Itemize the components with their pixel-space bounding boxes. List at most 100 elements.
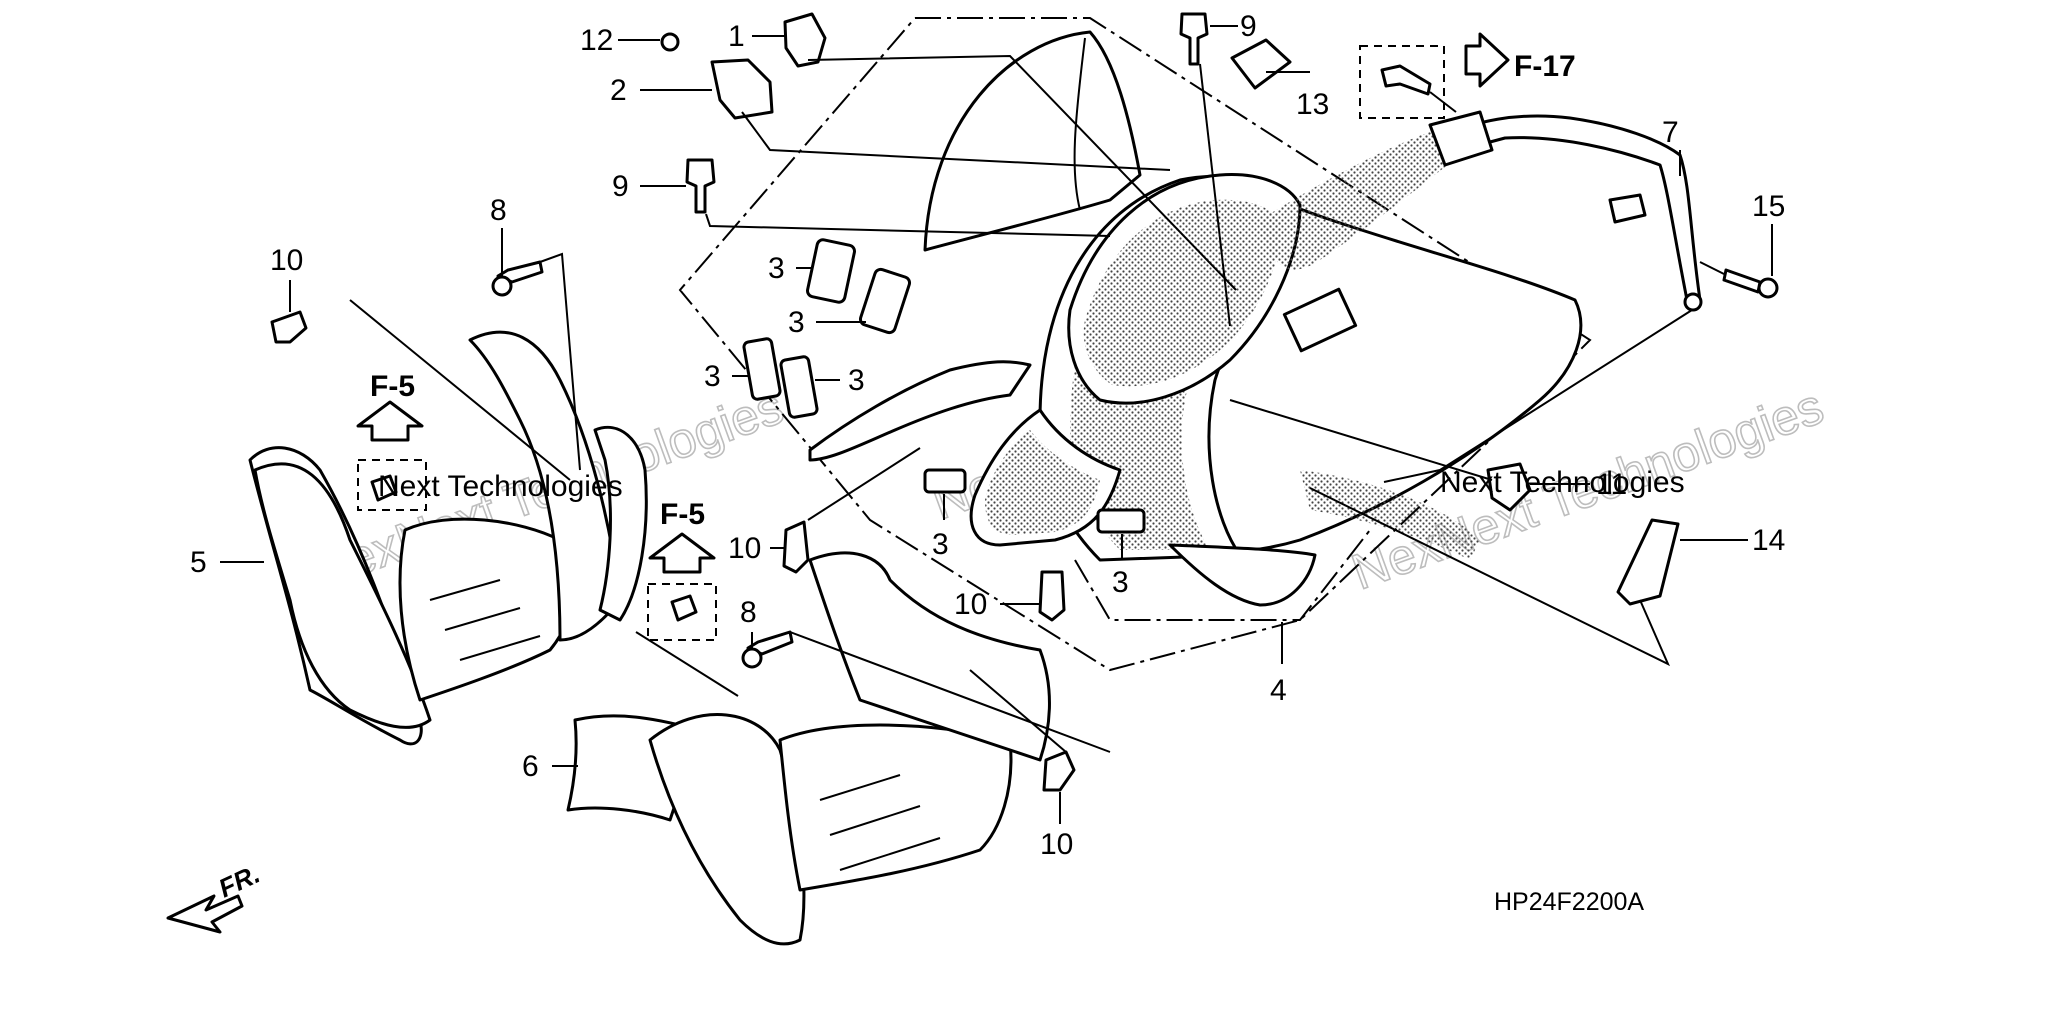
- pad-3c: [742, 337, 782, 401]
- callout-10-a: 10: [270, 244, 303, 277]
- ref-f17: F-17: [1514, 50, 1576, 83]
- callout-9-left: 9: [612, 170, 629, 203]
- conn-f5: [635, 631, 739, 697]
- conn-9-left: [705, 213, 1111, 237]
- rivet-10-d: [1042, 750, 1076, 792]
- callout-11: 11: [1596, 468, 1627, 501]
- reference-markers: [166, 32, 1510, 934]
- f5-arrow-right: [648, 532, 716, 574]
- callout-15: 15: [1752, 190, 1785, 223]
- screw-12: [660, 32, 680, 52]
- bolt-9-top: [1179, 12, 1209, 66]
- bracket-2: [710, 58, 774, 120]
- grab-bar: [1428, 110, 1703, 312]
- right-mudguard-back: [808, 551, 1051, 762]
- rivet-10-a: [270, 310, 308, 344]
- callout-2: 2: [610, 74, 627, 107]
- callout-3b: 3: [788, 306, 805, 339]
- conn-10d: [969, 669, 1067, 753]
- rear-fender-tub-stipple: [1083, 199, 1282, 387]
- rear-fender-tail-crease: [1073, 37, 1086, 211]
- f5-box-right: [647, 583, 717, 641]
- right-footwell-slots: [819, 774, 941, 871]
- callout-3c: 3: [704, 360, 721, 393]
- callout-10-c: 10: [954, 588, 987, 621]
- callout-3f: 3: [1112, 566, 1129, 599]
- callout-9-top: 9: [1240, 10, 1257, 43]
- pad-3a: [806, 238, 856, 304]
- right-mudguard: [566, 551, 1051, 946]
- bolt-f17: [1380, 64, 1432, 96]
- strap-13: [1230, 38, 1292, 90]
- f5-arrow-left: [356, 400, 424, 442]
- strap-14: [1616, 518, 1680, 606]
- callout-7: 7: [1662, 116, 1679, 149]
- conn-15: [1699, 261, 1725, 275]
- conn-8b: [789, 631, 1111, 753]
- callout-12: 12: [580, 24, 613, 57]
- f17-arrow: [1464, 32, 1510, 88]
- callout-3e: 3: [932, 528, 949, 561]
- conn-1: [807, 54, 1237, 291]
- conn-10b: [807, 447, 921, 521]
- left-mudguard-rim: [593, 425, 648, 622]
- callout-6: 6: [522, 750, 539, 783]
- bolt-f5-right: [670, 594, 698, 622]
- callout-3d: 3: [848, 364, 865, 397]
- grab-bar-mount: [1428, 110, 1494, 167]
- leader-lines: [220, 25, 1773, 824]
- pad-3d: [779, 355, 819, 419]
- callout-13: 13: [1296, 88, 1329, 121]
- callout-4: 4: [1270, 674, 1287, 707]
- conn-8a: [539, 252, 581, 471]
- bolt-8-right-head: [741, 647, 763, 669]
- rivet-10-c: [1038, 570, 1066, 622]
- conn-14: [1309, 487, 1671, 667]
- bolt-8-left-head: [491, 275, 513, 297]
- bolt-15-shaft: [1722, 268, 1762, 294]
- assembly-outline: [678, 17, 1592, 672]
- callout-3a: 3: [768, 252, 785, 285]
- left-mudguard-back: [468, 330, 622, 642]
- ref-f5-right: F-5: [660, 498, 705, 531]
- watermark-overlay-left: Next Technologies: [378, 470, 623, 503]
- left-mudguard: [248, 330, 648, 746]
- right-footwell: [778, 723, 1013, 892]
- grab-bar-end: [1683, 292, 1703, 312]
- rear-fender: [742, 30, 1583, 607]
- diagram-code: HP24F2200A: [1494, 888, 1644, 916]
- callout-1: 1: [728, 20, 745, 53]
- left-footwell-slots: [429, 579, 541, 661]
- rear-fender-front-fin: [808, 360, 1032, 462]
- rear-fender-tail: [923, 30, 1142, 252]
- rear-fender-lower-stipple: [1300, 470, 1480, 560]
- clip-1: [783, 12, 827, 68]
- callout-5: 5: [190, 546, 207, 579]
- left-footwell: [398, 517, 574, 702]
- right-mudguard-shell: [648, 713, 806, 946]
- left-mudguard-shell: [253, 462, 432, 729]
- bolt-f5-left: [370, 474, 398, 502]
- pad-3b: [858, 267, 912, 335]
- rivet-10-b: [782, 520, 810, 574]
- callouts: 1 2 3 3 3 3 3 3 4 5 6 7 8 8 9 9 10 10 10…: [190, 10, 1785, 861]
- rear-fender-right-stipple: [1260, 120, 1480, 270]
- rear-fender-vent: [1282, 287, 1358, 353]
- conn-9: [1199, 63, 1231, 327]
- conn-7: [1383, 309, 1693, 483]
- f5-box-left: [357, 459, 427, 511]
- callout-14: 14: [1752, 524, 1785, 557]
- rear-fender-left-skirt-stipple: [985, 430, 1100, 535]
- conn-f17: [1429, 91, 1457, 113]
- f17-box: [1359, 45, 1445, 119]
- clip-11: [1486, 462, 1532, 512]
- conn-11: [1229, 399, 1493, 481]
- callout-10-b: 10: [728, 532, 761, 565]
- connection-lines: [349, 54, 1725, 753]
- callout-10-d: 10: [1040, 828, 1073, 861]
- callout-8-right: 8: [740, 596, 757, 629]
- fasteners: [270, 12, 1779, 792]
- front-arrow: [166, 894, 244, 934]
- assembly-outline-lower: [1074, 529, 1371, 621]
